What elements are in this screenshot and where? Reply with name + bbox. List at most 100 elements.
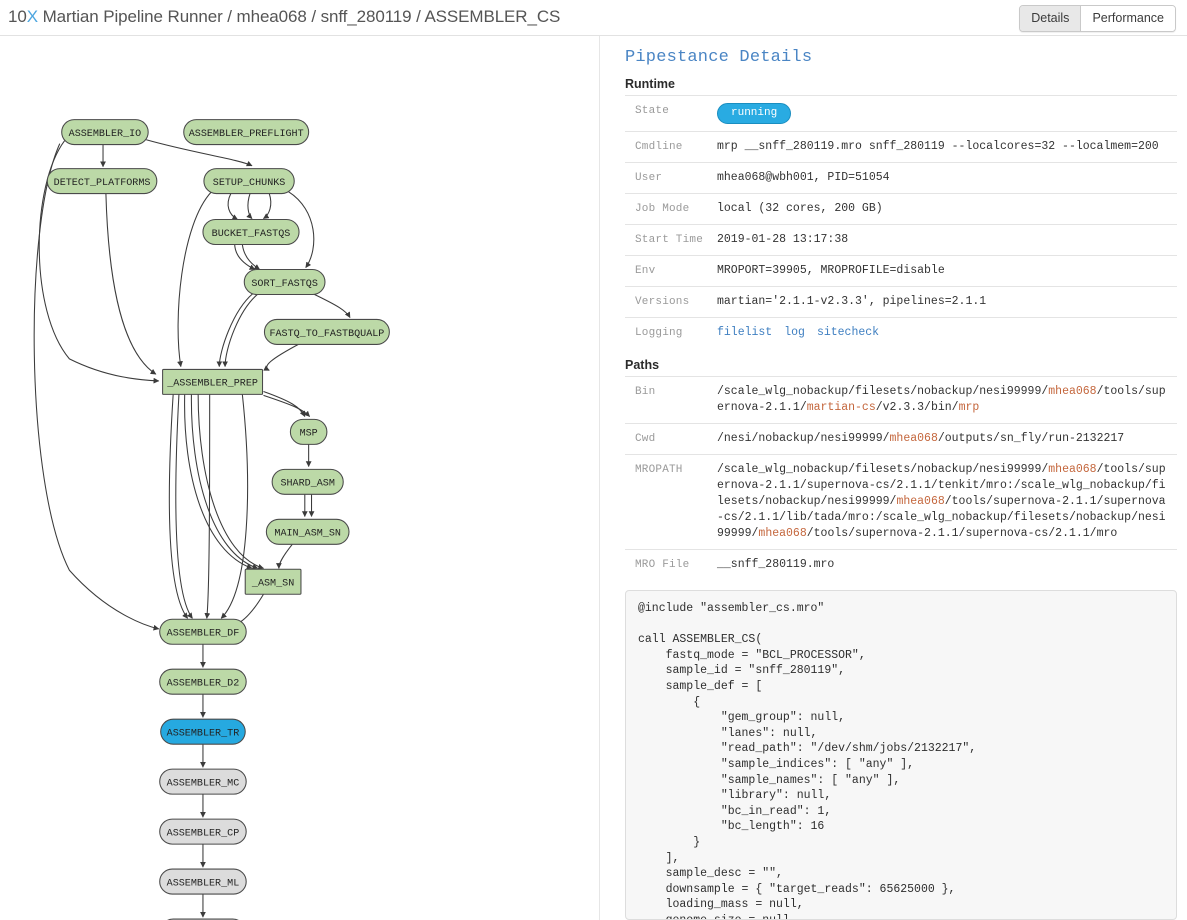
table-row: User mhea068@wbh001, PID=51054: [625, 162, 1177, 194]
table-row: Versions martian='2.1.1-v2.3.3', pipeline…: [625, 286, 1177, 318]
paths-bin-key: Bin: [635, 386, 656, 398]
table-row: Cwd/nesi/nobackup/nesi99999/mhea068/outp…: [625, 423, 1177, 455]
paths-mro-file-key: MRO File: [635, 559, 690, 571]
graph-node-assembler_cp[interactable]: ASSEMBLER_CP: [159, 818, 247, 845]
node-shape[interactable]: [183, 119, 310, 146]
logging-link-filelist[interactable]: filelist: [717, 326, 773, 339]
runtime-state-key: State: [635, 105, 670, 117]
node-shape[interactable]: [265, 518, 350, 545]
graph-node-main_asm_sn[interactable]: MAIN_ASM_SN: [265, 518, 350, 545]
node-shape[interactable]: [160, 718, 246, 745]
runtime-logging-value[interactable]: filelist log sitecheck: [707, 318, 1177, 349]
pipeline-graph-pane[interactable]: ASSEMBLER_IO ASSEMBLER_PREFLIGHT DETECT_PL…: [0, 36, 600, 920]
node-label: SETUP_CHUNKS: [213, 178, 286, 189]
tab-accent-bar: [1176, 6, 1183, 30]
runtime-cmdline-key: Cmdline: [635, 141, 683, 153]
graph-node-bucket_fastqs[interactable]: BUCKET_FASTQS: [202, 218, 300, 246]
node-shape[interactable]: [159, 618, 247, 645]
node-label: ASSEMBLER_TR: [167, 729, 240, 740]
graph-node-assembler_io[interactable]: ASSEMBLER_IO: [61, 119, 149, 146]
graph-node-assembler_tr[interactable]: ASSEMBLER_TR: [160, 718, 246, 745]
table-row: MROPATH/scale_wlg_nobackup/filesets/noba…: [625, 454, 1177, 550]
node-shape[interactable]: [159, 668, 247, 695]
graph-edge-layer: [33, 139, 351, 918]
graph-node-fastq_to_fastbqualp[interactable]: FASTQ_TO_FASTBQUALP: [263, 318, 390, 345]
graph-node-msp[interactable]: MSP: [289, 418, 328, 445]
node-label: _ASSEMBLER_PREP: [166, 379, 258, 390]
paths-mropath-key: MROPATH: [635, 464, 683, 476]
runtime-env-key: Env: [635, 265, 656, 277]
node-shape[interactable]: [162, 368, 264, 395]
runtime-user-value: mhea068@wbh001, PID=51054: [717, 171, 890, 184]
node-label: FASTQ_TO_FASTBQUALP: [269, 329, 384, 340]
node-shape[interactable]: [203, 168, 295, 195]
page-title: Pipestance Details: [625, 48, 813, 67]
graph-node-assembler_d2[interactable]: ASSEMBLER_D2: [159, 668, 247, 695]
tab-performance[interactable]: Performance: [1081, 6, 1175, 31]
node-shape[interactable]: [61, 119, 149, 146]
node-shape[interactable]: [159, 818, 247, 845]
graph-node-sort_fastqs[interactable]: SORT_FASTQS: [243, 268, 326, 296]
node-label: DETECT_PLATFORMS: [54, 178, 151, 189]
graph-node-assembler_mc[interactable]: ASSEMBLER_MC: [159, 768, 247, 795]
node-label: ASSEMBLER_CP: [167, 828, 240, 839]
node-shape[interactable]: [46, 168, 158, 195]
breadcrumb-path: Martian Pipeline Runner / mhea068 / snff…: [37, 7, 561, 26]
node-shape[interactable]: [243, 268, 326, 296]
paths-cwd-value: /nesi/nobackup/nesi99999/mhea068/outputs…: [717, 432, 1125, 445]
runtime-job-mode-key: Job Mode: [635, 203, 690, 215]
graph-node-setup_chunks[interactable]: SETUP_CHUNKS: [203, 168, 295, 195]
runtime-user-key: User: [635, 172, 663, 184]
runtime-state-value[interactable]: running: [707, 96, 1177, 132]
graph-node-layer[interactable]: ASSEMBLER_IO ASSEMBLER_PREFLIGHT DETECT_PL…: [46, 119, 390, 920]
logging-link-log[interactable]: log: [784, 326, 805, 339]
node-shape[interactable]: [159, 868, 247, 895]
runtime-env-value: MROPORT=39905, MROPROFILE=disable: [717, 264, 945, 277]
status-badge: running: [717, 103, 792, 124]
paths-cwd-key: Cwd: [635, 433, 656, 445]
runtime-section-heading: Runtime: [625, 77, 675, 91]
node-shape[interactable]: [271, 468, 344, 495]
node-shape[interactable]: [289, 418, 328, 445]
table-row: Cmdline mrp __snff_280119.mro snff_280119…: [625, 131, 1177, 163]
app-header: 10X Martian Pipeline Runner / mhea068 / …: [0, 0, 1187, 36]
graph-node-_asm_sn[interactable]: _ASM_SN: [244, 568, 302, 595]
node-label: ASSEMBLER_MC: [167, 778, 240, 789]
breadcrumb: 10X Martian Pipeline Runner / mhea068 / …: [8, 7, 560, 27]
paths-bin-value: /scale_wlg_nobackup/filesets/nobackup/ne…: [717, 385, 1166, 414]
node-shape[interactable]: [202, 218, 300, 246]
table-row: State running: [625, 95, 1177, 132]
graph-node-assembler_df[interactable]: ASSEMBLER_DF: [159, 618, 247, 645]
table-row: Logging filelist log sitecheck: [625, 317, 1177, 349]
graph-node-detect_platforms[interactable]: DETECT_PLATFORMS: [46, 168, 158, 195]
graph-node-assembler_ml[interactable]: ASSEMBLER_ML: [159, 868, 247, 895]
node-shape[interactable]: [244, 568, 302, 595]
runtime-versions-key: Versions: [635, 296, 690, 308]
node-shape[interactable]: [263, 318, 390, 345]
paths-section-heading: Paths: [625, 358, 660, 372]
table-row: Bin/scale_wlg_nobackup/filesets/nobackup…: [625, 376, 1177, 424]
pipeline-dag[interactable]: ASSEMBLER_IO ASSEMBLER_PREFLIGHT DETECT_PL…: [0, 36, 600, 920]
runtime-cmdline-value: mrp __snff_280119.mro snff_280119 --loca…: [717, 140, 1159, 153]
graph-node-shard_asm[interactable]: SHARD_ASM: [271, 468, 344, 495]
node-shape[interactable]: [159, 768, 247, 795]
paths-mro-file-value: __snff_280119.mro: [717, 558, 835, 571]
table-row: MRO File __snff_280119.mro: [625, 549, 1177, 581]
view-tab-group[interactable]: Details Performance: [1019, 5, 1176, 32]
runtime-start-time-key: Start Time: [635, 234, 704, 246]
node-label: MAIN_ASM_SN: [274, 529, 341, 540]
graph-node-assembler_preflight[interactable]: ASSEMBLER_PREFLIGHT: [183, 119, 310, 146]
node-label: SORT_FASTQS: [251, 279, 318, 290]
table-row: Env MROPORT=39905, MROPROFILE=disable: [625, 255, 1177, 287]
node-label: ASSEMBLER_IO: [69, 129, 142, 140]
node-label: ASSEMBLER_ML: [167, 878, 240, 889]
graph-node-_assembler_prep[interactable]: _ASSEMBLER_PREP: [162, 368, 264, 395]
tab-details[interactable]: Details: [1020, 6, 1082, 31]
runtime-versions-value: martian='2.1.1-v2.3.3', pipelines=2.1.1: [717, 295, 987, 308]
runtime-logging-key: Logging: [635, 327, 683, 339]
logging-link-sitecheck[interactable]: sitecheck: [816, 326, 880, 339]
node-label: SHARD_ASM: [280, 479, 334, 490]
